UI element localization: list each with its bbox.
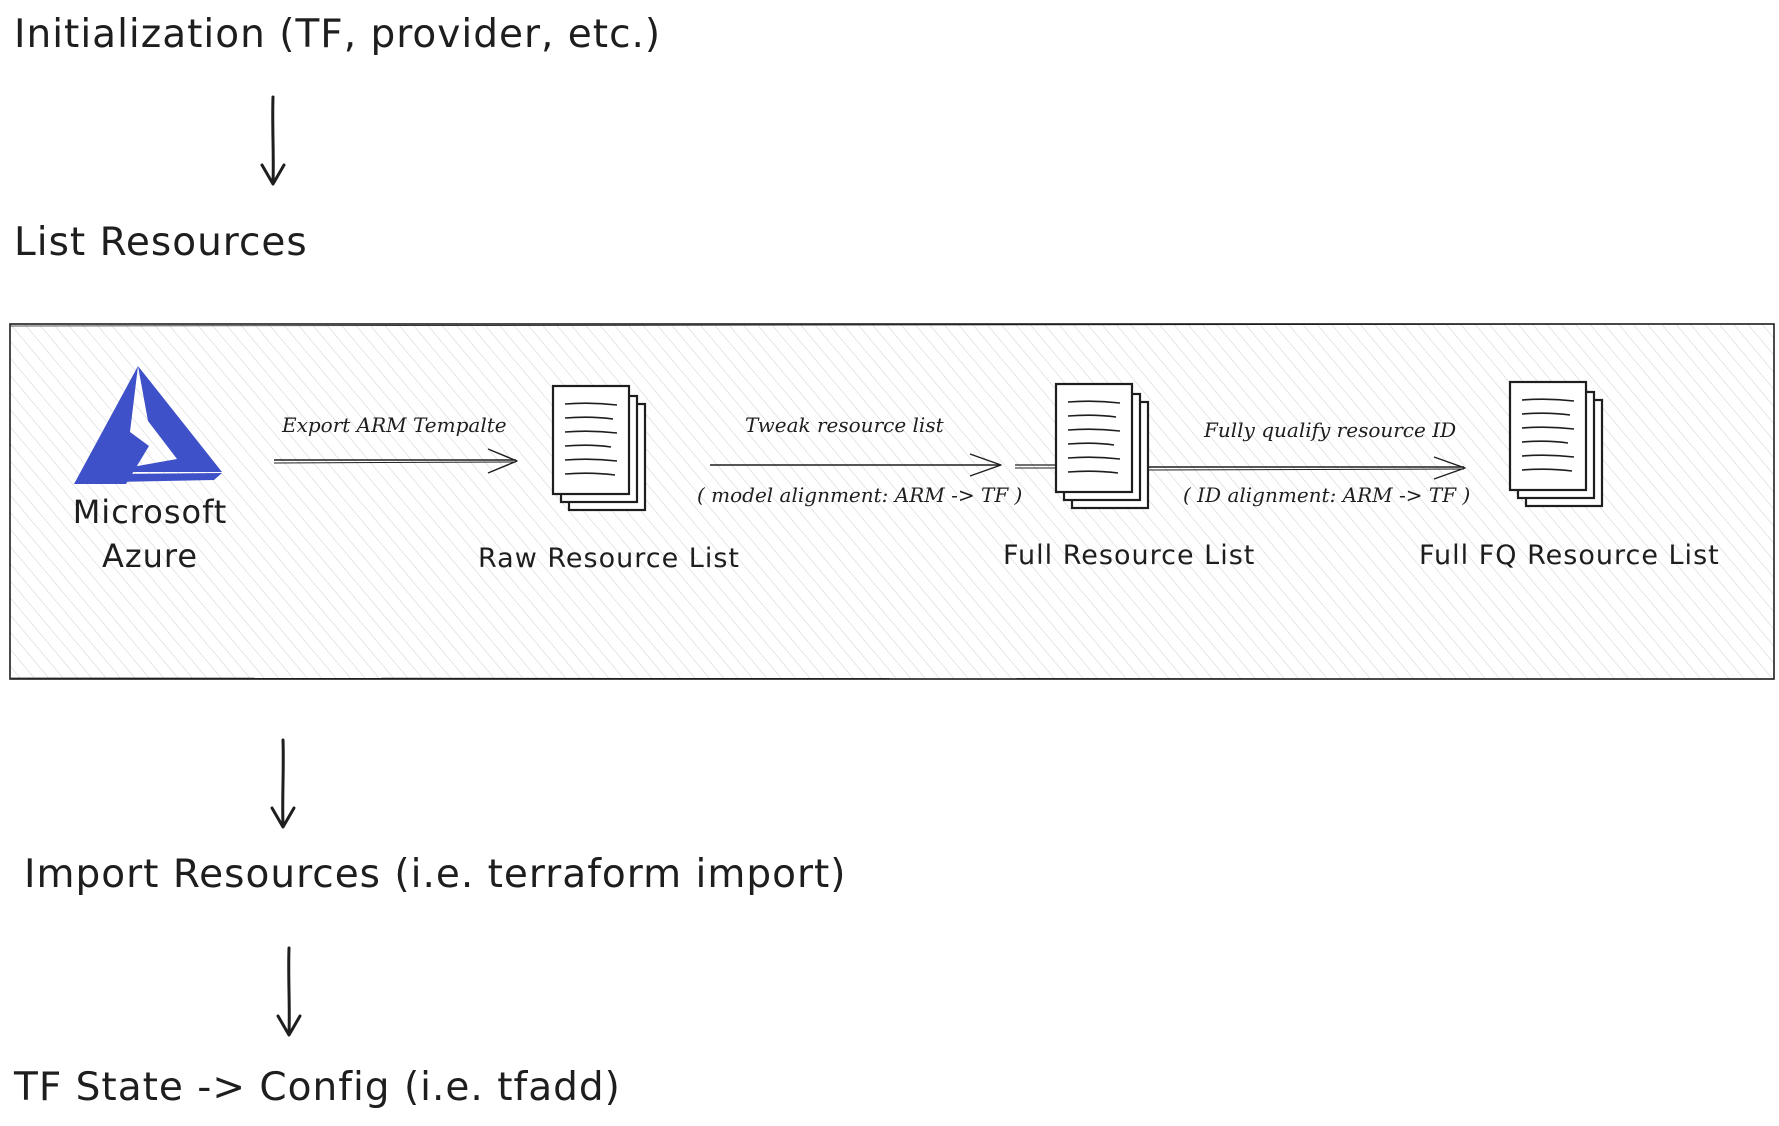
step-initialization: Initialization (TF, provider, etc.) [14,12,662,57]
list-resources-detail-frame [9,323,1775,680]
document-stack-icon [551,384,647,512]
node-label-full-fq: Full FQ Resource List [1419,540,1720,571]
right-arrow-icon [273,448,518,474]
document-stack-icon [1054,382,1150,510]
edge-note-tweak: ( model alignment: ARM -> TF ) [697,483,1023,507]
right-arrow-icon [1147,456,1466,480]
connector-line [1015,464,1059,469]
edge-label-tweak: Tweak resource list [745,413,944,437]
azure-label-line1: Microsoft [72,493,228,531]
azure-logo-icon [74,366,222,484]
node-label-raw: Raw Resource List [478,543,740,574]
node-label-full: Full Resource List [1003,540,1256,571]
edge-label-export: Export ARM Tempalte [282,413,507,437]
edge-label-qualify: Fully qualify resource ID [1204,418,1457,442]
right-arrow-icon [710,453,1002,477]
step-state-to-config: TF State -> Config (i.e. tfadd) [14,1065,621,1110]
document-stack-icon [1508,380,1604,508]
edge-note-qualify: ( ID alignment: ARM -> TF ) [1183,483,1471,507]
step-list-resources: List Resources [14,220,308,265]
azure-label-line2: Azure [101,537,199,575]
down-arrow-icon [276,946,302,1037]
down-arrow-icon [270,738,296,829]
down-arrow-icon [260,95,286,186]
step-import-resources: Import Resources (i.e. terraform import) [24,852,847,897]
